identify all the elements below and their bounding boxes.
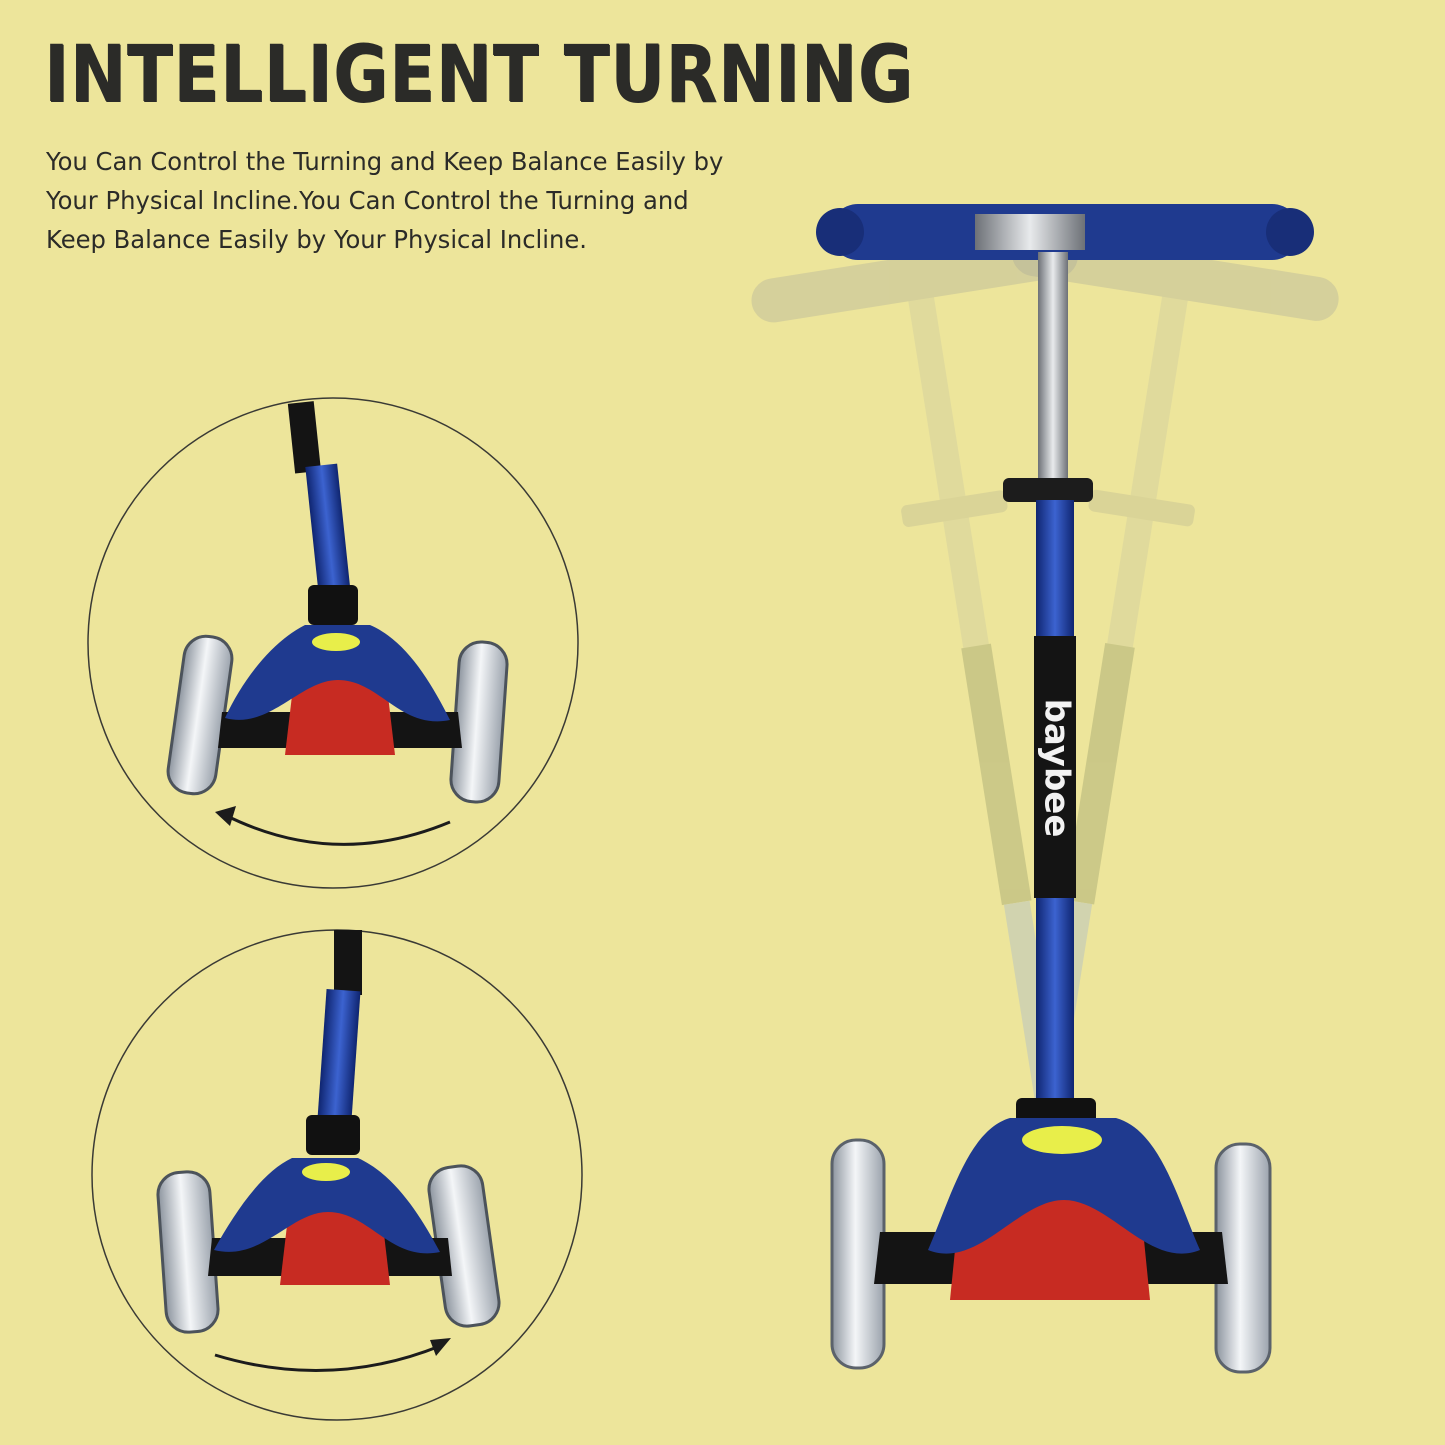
steel-pole (1038, 252, 1068, 482)
description-text: You Can Control the Turning and Keep Bal… (46, 147, 724, 254)
front-left-wheel (830, 1138, 886, 1370)
headline: INTELLIGENT TURNING (44, 30, 914, 120)
ghost-scooter-right (1012, 232, 1339, 1102)
handlebar-bar (975, 214, 1085, 250)
arrow-left-curve-icon (224, 813, 451, 846)
blue-pole (1036, 500, 1074, 640)
ghost-scooter-left (751, 233, 1078, 1103)
main-scooter: baybee (816, 204, 1314, 1374)
steering-body (928, 1118, 1200, 1254)
turn-left-inset (87, 397, 579, 889)
pole-sleeve (1034, 636, 1076, 898)
height-clamp (1003, 478, 1093, 502)
turn-right-inset (91, 929, 583, 1421)
arrow-right-curve-icon (214, 1344, 441, 1373)
brand-label: baybee (1037, 699, 1077, 838)
